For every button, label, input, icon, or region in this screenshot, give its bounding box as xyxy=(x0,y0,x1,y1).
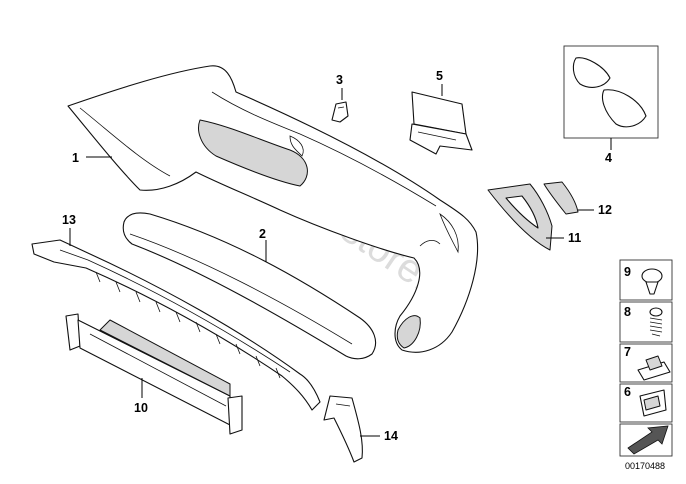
side-bracket-part[interactable] xyxy=(323,395,363,463)
diagram-code: 00170488 xyxy=(625,461,665,471)
callout-1: 1 xyxy=(72,151,79,165)
callout-6: 6 xyxy=(624,385,631,399)
bumper-cover-part[interactable] xyxy=(67,65,479,353)
body-nut-part[interactable] xyxy=(639,389,667,417)
callout-8: 8 xyxy=(624,305,631,319)
impact-absorber-part[interactable] xyxy=(122,212,377,360)
reflector-right-part[interactable] xyxy=(487,183,553,251)
callout-11: 11 xyxy=(568,231,581,245)
expanding-rivet-part[interactable] xyxy=(641,268,663,295)
callout-4: 4 xyxy=(605,151,612,165)
cover-plate-part[interactable] xyxy=(409,91,473,155)
callout-5: 5 xyxy=(436,69,443,83)
callout-13: 13 xyxy=(62,213,76,227)
carrier-part[interactable] xyxy=(65,313,243,435)
hardware-column xyxy=(619,259,673,457)
screw-part[interactable] xyxy=(649,307,663,337)
callout-10: 10 xyxy=(134,401,148,415)
clip-nut-part[interactable] xyxy=(637,355,671,381)
upper-panel-inset[interactable] xyxy=(563,45,659,139)
callout-2: 2 xyxy=(259,227,266,241)
arrow-icon xyxy=(627,425,669,455)
callout-14: 14 xyxy=(384,429,398,443)
callout-9: 9 xyxy=(624,265,631,279)
reflector-left-part[interactable] xyxy=(543,181,579,215)
small-bracket-part[interactable] xyxy=(331,101,349,123)
callout-12: 12 xyxy=(598,203,612,217)
lower-spoiler-part[interactable] xyxy=(31,239,321,411)
callout-7: 7 xyxy=(624,345,631,359)
callout-3: 3 xyxy=(336,73,343,87)
